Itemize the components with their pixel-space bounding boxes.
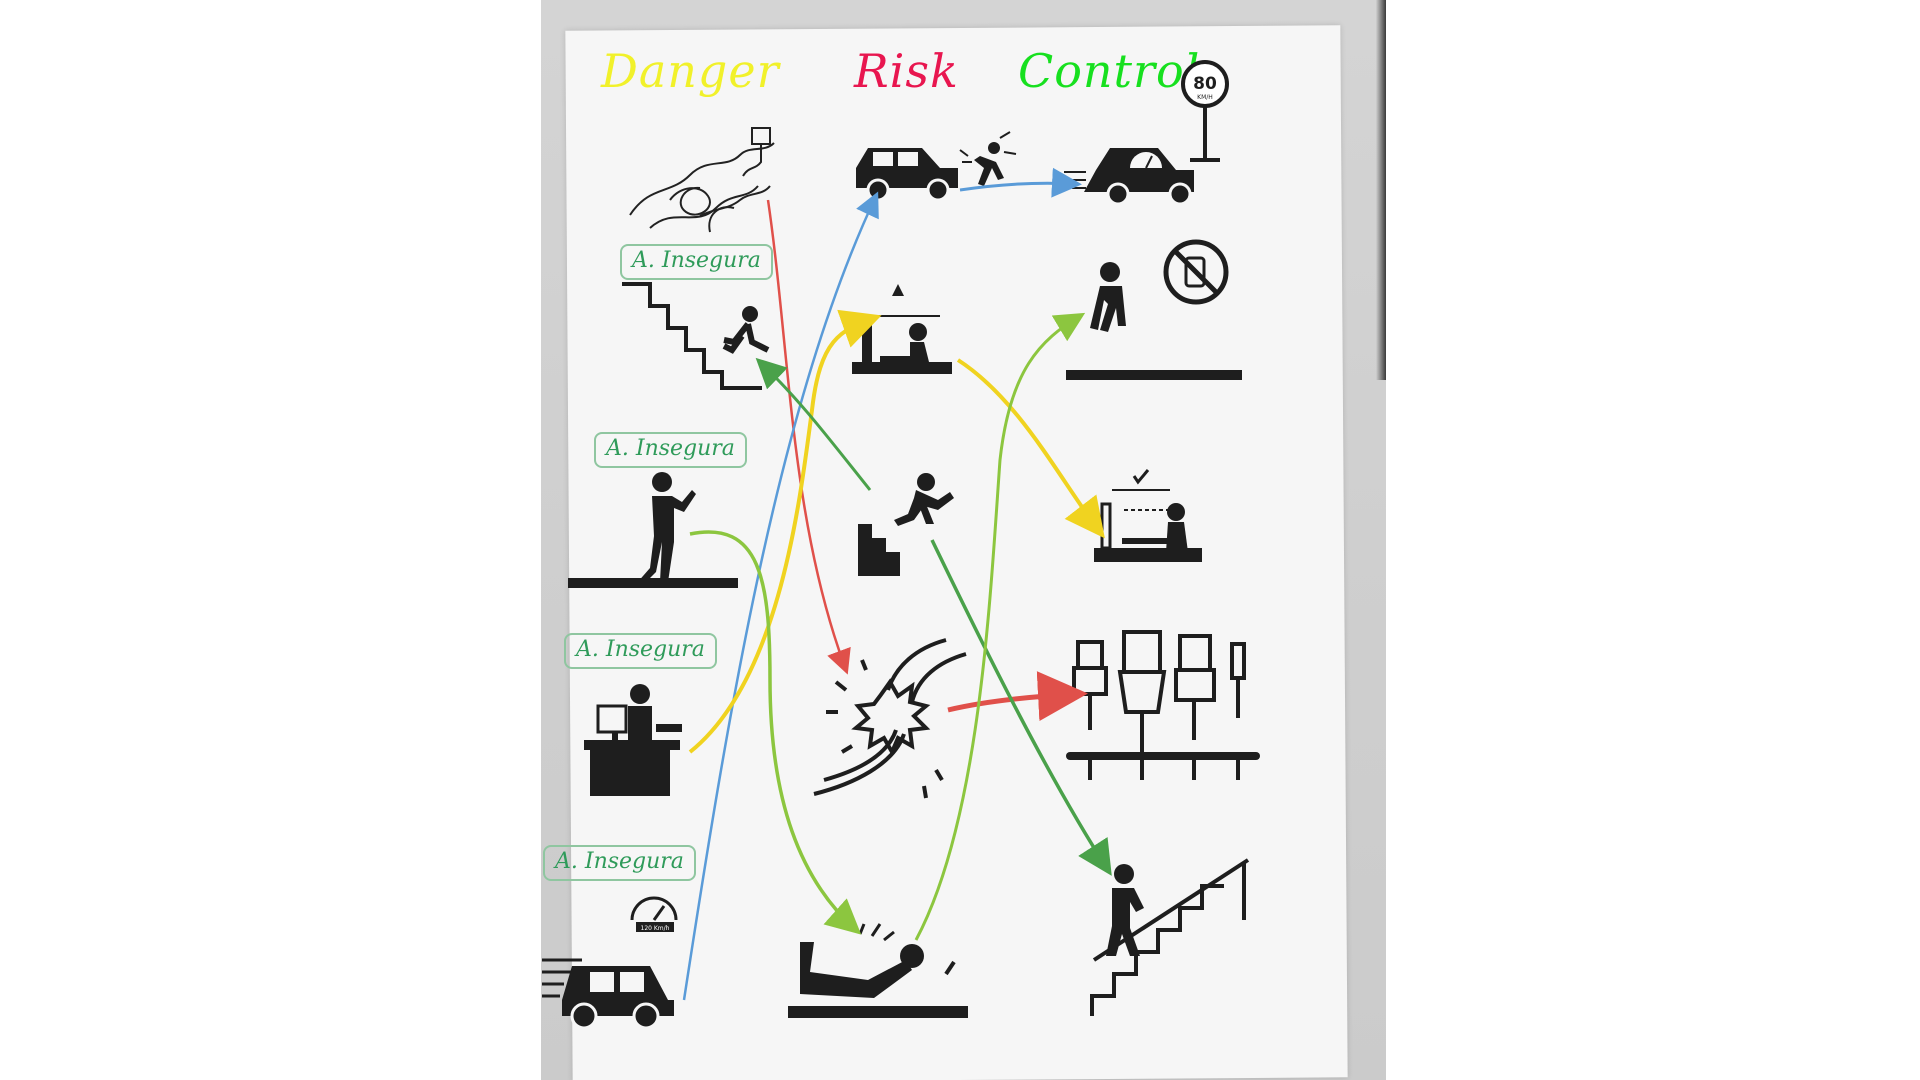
speeding-car-icon — [542, 958, 674, 1030]
label-unsafe-act-2: A. Insegura — [594, 432, 747, 468]
speedometer-icon: 120 Km/h — [630, 896, 678, 932]
speed-limit-value: 80 — [1193, 74, 1217, 94]
speed-limit-sign-icon: 80 KM/H — [1181, 60, 1229, 162]
slipping-stairs-icon — [858, 473, 954, 576]
risk-heading: Risk — [854, 44, 959, 98]
background-edge — [1376, 0, 1386, 380]
tangled-cables-icon — [629, 127, 775, 233]
label-unsafe-act-3: A. Insegura — [564, 633, 717, 669]
control-heading: Control — [1018, 44, 1201, 98]
correct-posture-desk-icon — [1094, 469, 1202, 562]
desk-worker-icon — [584, 684, 682, 796]
connectors-icon — [1066, 630, 1260, 780]
no-phone-sign-icon — [1163, 239, 1229, 305]
phone-texting-person-icon — [568, 472, 738, 588]
label-unsafe-act-1: A. Insegura — [620, 244, 773, 280]
car-hitting-person-icon — [856, 131, 1017, 202]
trip-hazard-icon — [852, 284, 952, 374]
falling-stairs-icon — [622, 282, 770, 390]
speedometer-value: 120 Km/h — [641, 925, 670, 932]
fallen-person-icon — [788, 923, 968, 1018]
slow-car-icon — [1064, 148, 1194, 206]
walking-person-icon — [1066, 262, 1242, 380]
electric-shock-cable-icon — [813, 638, 967, 799]
handrail-stairs-icon — [1090, 858, 1250, 1016]
label-unsafe-act-4: A. Insegura — [543, 845, 696, 881]
danger-heading: Danger — [601, 44, 780, 98]
speed-limit-unit: KM/H — [1197, 94, 1213, 101]
